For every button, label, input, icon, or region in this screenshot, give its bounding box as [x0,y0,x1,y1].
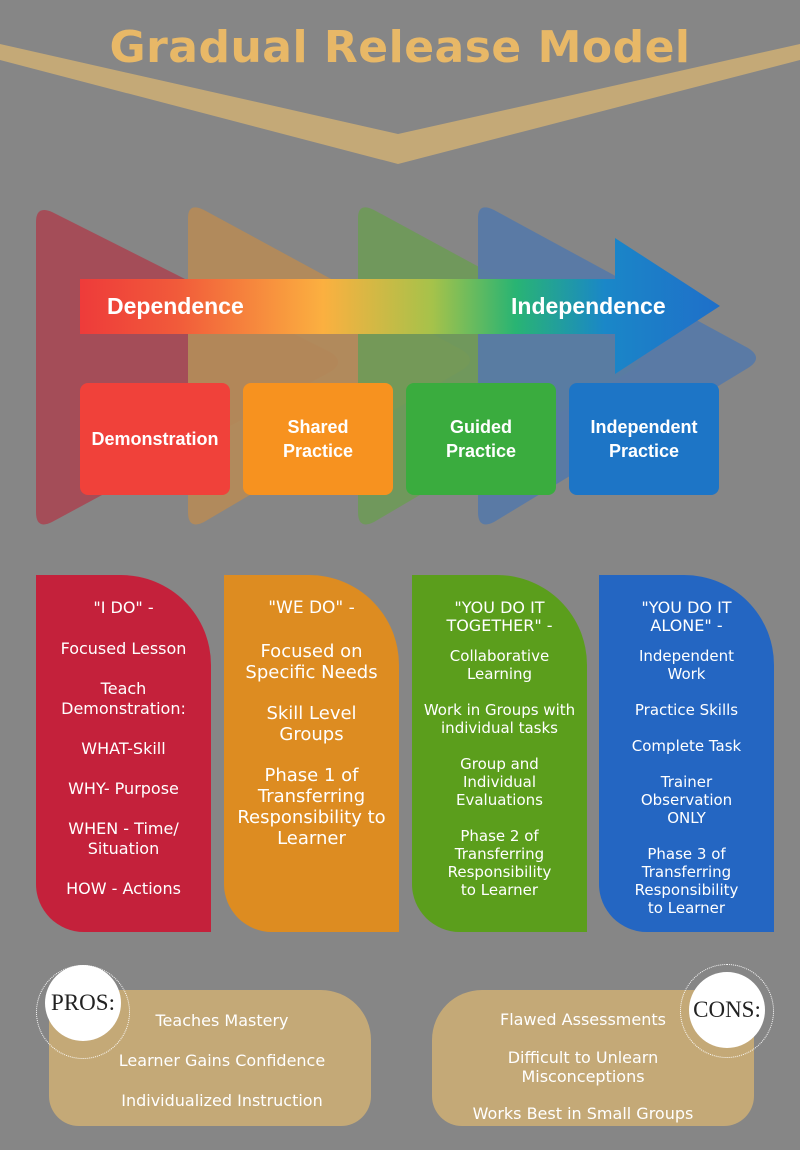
dependence-label: Dependence [107,293,244,319]
column-item: Focused on Specific Needs [245,641,378,683]
phase-label: Independent Practice [590,417,698,461]
column-item: Practice Skills [634,701,739,719]
cons-list: Flawed Assessments Difficult to Unlearn … [465,1010,701,1123]
column-heading: "WE DO" - [268,598,355,618]
column-item: Collaborative Learning [449,647,550,683]
title-chevron-band [0,44,800,164]
column-item: WHY- Purpose [68,779,179,798]
pros-item: Learner Gains Confidence [118,1051,326,1070]
column-we-do: "WE DO" - Focused on Specific Needs Skil… [224,575,399,932]
pros-item: Individualized Instruction [121,1091,323,1110]
column-item: HOW - Actions [66,879,181,898]
phase-label: Guided Practice [445,417,517,461]
column-item: Skill Level Groups [266,703,357,745]
column-item: Phase 3 of Transferring Responsibility t… [634,845,739,917]
column-you-do-it-together: "YOU DO IT TOGETHER" - Collaborative Lea… [412,575,587,932]
cons-item: Difficult to Unlearn Misconceptions [507,1048,659,1086]
column-you-do-it-alone: "YOU DO IT ALONE" - Independent Work Pra… [599,575,774,932]
pros-label: PROS: [51,990,115,1015]
cons-item: Works Best in Small Groups [472,1104,694,1123]
dependence-independence-arrow [80,238,720,374]
column-item: Complete Task [631,737,742,755]
pros-item: Teaches Mastery [155,1011,289,1030]
independence-label: Independence [511,293,666,319]
column-item: Work in Groups with individual tasks [423,701,576,737]
column-item: WHEN - Time/ Situation [68,819,179,858]
column-item: Phase 1 of Transferring Responsibility t… [237,765,386,849]
cons-label: CONS: [693,997,761,1022]
pros-list: Teaches Mastery Learner Gains Confidence… [100,1011,344,1110]
phase-independent-practice: Independent Practice [569,383,719,495]
cons-badge: CONS: [689,972,765,1048]
column-heading: "YOU DO IT TOGETHER" - [446,598,553,635]
cons-ring [680,964,774,1058]
column-heading: "I DO" - [93,598,154,617]
column-heading: "YOU DO IT ALONE" - [641,598,732,635]
column-i-do: "I DO" - Focused Lesson Teach Demonstrat… [36,575,211,932]
column-item: Phase 2 of Transferring Responsibility t… [447,827,552,899]
phase-label: Shared Practice [282,417,354,461]
page-title: Gradual Release Model [109,22,691,73]
phase-shared-practice: Shared Practice [243,383,393,495]
column-item: WHAT-Skill [81,739,166,758]
column-item: Group and Individual Evaluations [456,755,543,809]
phase-demonstration: Demonstration [80,383,230,495]
column-item: Independent Work [638,647,735,683]
column-item: Trainer Observation ONLY [640,773,733,827]
column-item: Focused Lesson [60,639,187,658]
column-item: Teach Demonstration: [61,679,186,718]
cons-item: Flawed Assessments [500,1010,666,1029]
phase-label: Demonstration [91,429,219,449]
pros-badge: PROS: [45,965,121,1041]
phase-guided-practice: Guided Practice [406,383,556,495]
